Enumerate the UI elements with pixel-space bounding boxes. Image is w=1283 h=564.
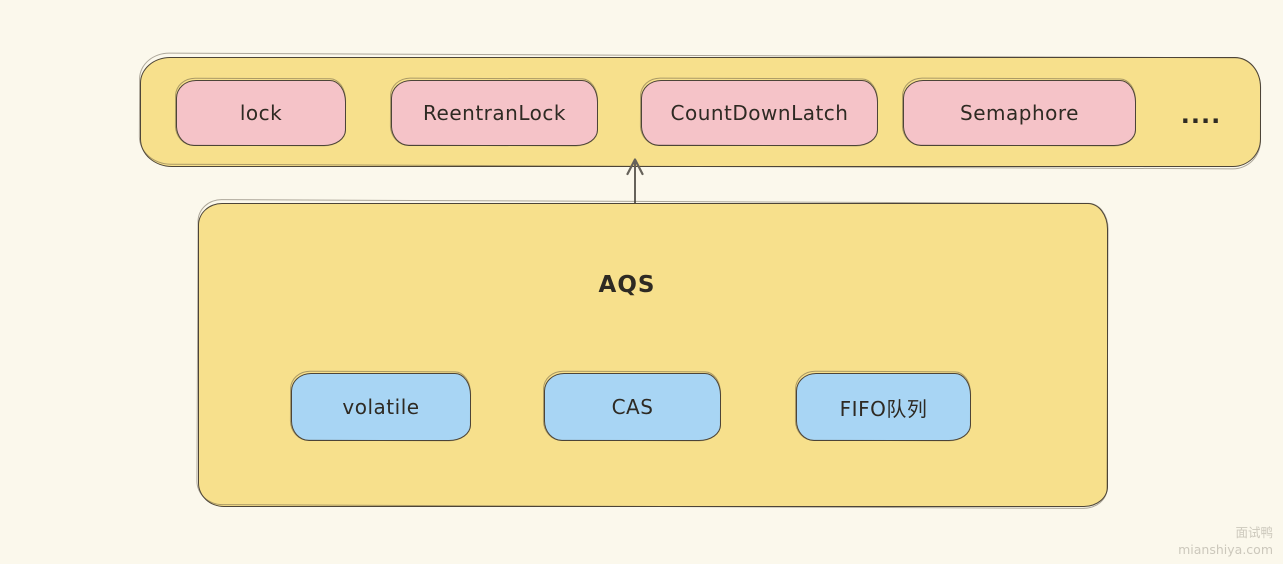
aqs-group: AQS volatile CAS FIFO队列 xyxy=(198,203,1108,507)
watermark-brand: 面试鸭 xyxy=(1235,525,1273,541)
concurrency-tools-group: lock ReentranLock CountDownLatch Semapho… xyxy=(140,57,1261,167)
more-ellipsis-label: .... xyxy=(1180,101,1222,129)
node-count-down-latch-label: CountDownLatch xyxy=(670,101,849,125)
node-lock-label: lock xyxy=(239,101,283,125)
node-volatile: volatile xyxy=(291,373,471,441)
node-count-down-latch: CountDownLatch xyxy=(641,80,878,146)
node-lock: lock xyxy=(176,80,346,146)
node-fifo-queue-label: FIFO队列 xyxy=(839,396,928,421)
node-cas: CAS xyxy=(544,373,721,441)
watermark: 面试鸭 mianshiya.com xyxy=(1178,525,1273,559)
arrow-up-icon xyxy=(626,158,644,207)
aqs-group-title: AQS xyxy=(598,272,656,298)
node-cas-label: CAS xyxy=(611,395,654,419)
watermark-site: mianshiya.com xyxy=(1178,542,1273,558)
node-reentran-lock-label: ReentranLock xyxy=(423,101,566,125)
node-fifo-queue: FIFO队列 xyxy=(796,373,971,441)
node-volatile-label: volatile xyxy=(342,395,420,419)
node-semaphore-label: Semaphore xyxy=(960,101,1079,125)
node-reentran-lock: ReentranLock xyxy=(391,80,598,146)
node-semaphore: Semaphore xyxy=(903,80,1136,146)
